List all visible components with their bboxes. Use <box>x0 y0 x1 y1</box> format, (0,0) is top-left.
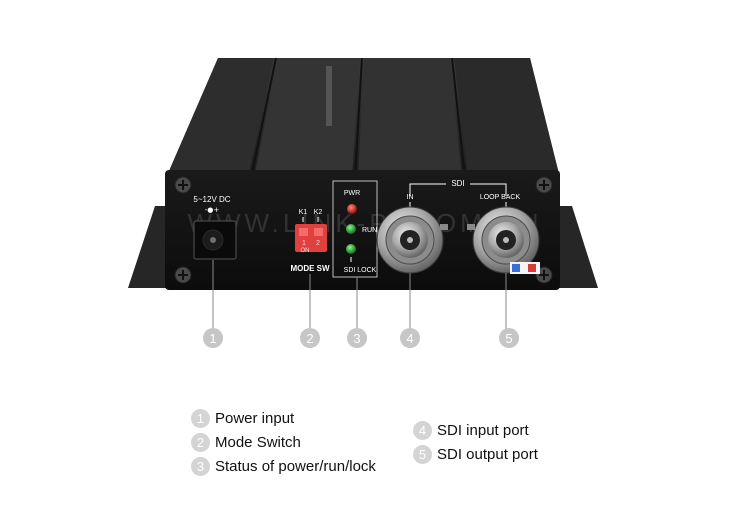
led-run-label: RUN <box>362 227 377 234</box>
faceplate <box>165 170 560 290</box>
lock-led-icon <box>346 244 356 254</box>
legend-label: Mode Switch <box>215 434 301 451</box>
switch-position-1: 1 <box>302 240 306 247</box>
legend-number: 3 <box>191 457 210 476</box>
legend-number: 1 <box>191 409 210 428</box>
switch-key-1: K1 <box>299 209 308 216</box>
led-lock-label: SDI LOCK <box>344 267 377 274</box>
legend-number: 4 <box>413 421 432 440</box>
svg-text:4: 4 <box>406 331 413 346</box>
port-in-label: IN <box>407 194 414 201</box>
legend-number: 5 <box>413 445 432 464</box>
led-pwr-label: PWR <box>344 190 360 197</box>
pwr-led-icon <box>347 204 357 214</box>
legend-label: SDI output port <box>437 446 538 463</box>
svg-text:5: 5 <box>505 331 512 346</box>
callout-2: 2 <box>300 328 320 348</box>
switch-label: MODE SW <box>290 264 330 273</box>
screw-icon <box>174 176 192 194</box>
screw-icon <box>174 266 192 284</box>
legend-label: SDI input port <box>437 422 529 439</box>
sdi-input-bnc-icon <box>376 206 448 274</box>
legend-number: 2 <box>191 433 210 452</box>
svg-text:1: 1 <box>209 331 216 346</box>
power-label: 5~12V DC <box>193 195 230 204</box>
callout-lines <box>212 260 507 329</box>
switch-position-2: 2 <box>316 240 320 247</box>
power-input-jack: 5~12V DC -●+ <box>193 195 237 260</box>
svg-text:2: 2 <box>306 331 313 346</box>
chassis-top <box>166 57 560 179</box>
port-loop-label: LOOP BACK <box>480 194 521 201</box>
mode-switch: K1 K2 1 2 ON MODE SW <box>290 209 330 273</box>
legend-label: Status of power/run/lock <box>215 458 376 475</box>
callout-5: 5 <box>499 328 519 348</box>
legend-label: Power input <box>215 410 295 427</box>
right-mounting-flange <box>558 206 598 288</box>
left-mounting-flange <box>128 206 170 288</box>
status-leds: PWR RUN SDI LOCK <box>332 180 378 278</box>
callout-4: 4 <box>400 328 420 348</box>
svg-text:3: 3 <box>353 331 360 346</box>
run-led-icon <box>346 224 356 234</box>
switch-on-label: ON <box>301 248 310 254</box>
power-polarity: -●+ <box>205 206 220 214</box>
sdi-label: SDI <box>451 179 464 188</box>
screw-icon <box>535 176 553 194</box>
switch-key-2: K2 <box>314 209 323 216</box>
callout-1: 1 <box>203 328 223 348</box>
callout-3: 3 <box>347 328 367 348</box>
